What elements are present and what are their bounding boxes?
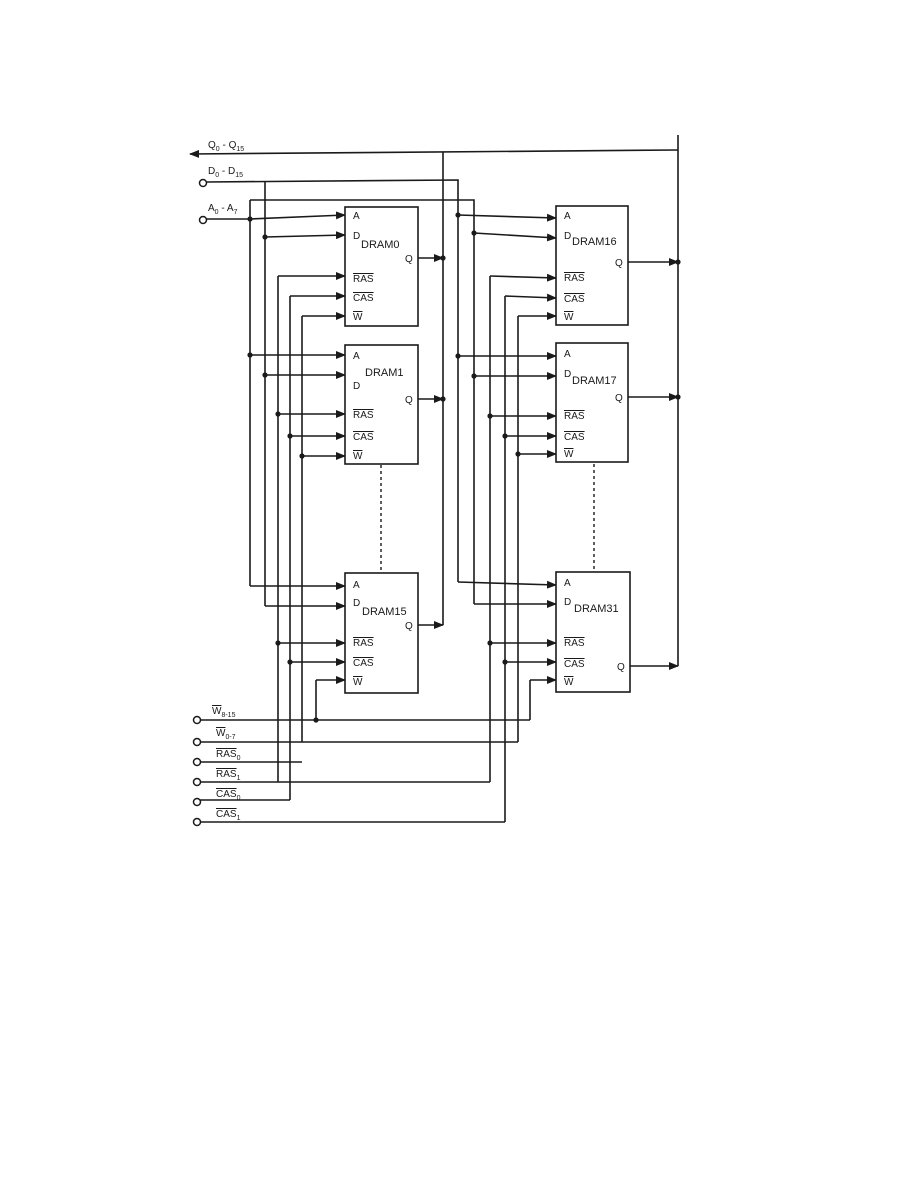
q-bus-output-line — [189, 149, 679, 158]
w-high-terminal — [192, 715, 202, 725]
chip-name: DRAM17 — [572, 375, 617, 387]
d-bus-top — [205, 179, 459, 233]
pin-cas-label: CAS — [353, 293, 374, 304]
pin-q-label: Q — [615, 393, 623, 404]
signal-labels: Q0 - Q15 D0 - D15 A0 - A7 W8-15 W0-7 RAS… — [208, 140, 244, 822]
chip-name: DRAM16 — [572, 236, 617, 248]
pin-a-label: A — [353, 580, 360, 591]
a-bus-label: A0 - A7 — [208, 203, 238, 216]
chip-name: DRAM0 — [361, 239, 400, 251]
w-high-label: W8-15 — [212, 706, 236, 719]
cas1-terminal — [192, 817, 202, 827]
pin-ras-label: RAS — [353, 274, 374, 285]
a-bus-left-rail — [206, 218, 251, 586]
pin-d-label: D — [353, 231, 360, 242]
pin-a-label: A — [353, 351, 360, 362]
chip-dram0: A D DRAM0 Q RAS CAS W — [344, 206, 419, 327]
a-bus-mid-rail — [250, 199, 475, 604]
chip-dram17: A D DRAM17 Q RAS CAS W — [555, 342, 629, 463]
a-bus-terminal — [198, 215, 208, 225]
chip-dram31: A D DRAM31 RAS CAS Q W — [555, 571, 631, 693]
pin-cas-label: CAS — [564, 659, 585, 670]
pin-cas-label: CAS — [353, 432, 374, 443]
pin-q-label: Q — [405, 621, 413, 632]
ras1-label: RAS1 — [216, 769, 241, 782]
pin-d-label: D — [564, 369, 571, 380]
w-low-label: W0-7 — [216, 728, 236, 741]
pin-a-label: A — [564, 349, 571, 360]
chip-dram16: A D DRAM16 Q RAS CAS W — [555, 205, 629, 326]
pin-ras-label: RAS — [564, 638, 585, 649]
pin-d-label: D — [353, 381, 360, 392]
pin-a-label: A — [353, 211, 360, 222]
pin-a-label: A — [564, 578, 571, 589]
pin-cas-label: CAS — [564, 432, 585, 443]
pin-q-label: Q — [617, 662, 625, 673]
ras0-label: RAS0 — [216, 749, 241, 762]
pin-q-label: Q — [405, 254, 413, 265]
pin-d-label: D — [353, 598, 360, 609]
chip-dram1: A DRAM1 D Q RAS CAS W — [344, 344, 419, 465]
pin-ras-label: RAS — [353, 638, 374, 649]
pin-ras-label: RAS — [564, 411, 585, 422]
d-bus-terminal — [198, 178, 208, 188]
pin-w-label: W — [353, 451, 363, 462]
chip-name: DRAM15 — [362, 606, 407, 618]
pin-ras-label: RAS — [353, 410, 374, 421]
pin-w-label: W — [564, 449, 574, 460]
chip-dram15: A D DRAM15 Q RAS CAS W — [344, 572, 419, 694]
chip-name: DRAM31 — [574, 603, 619, 615]
pin-w-label: W — [353, 312, 363, 323]
w-low-terminal — [192, 737, 202, 747]
cas0-label: CAS0 — [216, 789, 241, 802]
pin-w-label: W — [564, 677, 574, 688]
pin-q-label: Q — [615, 258, 623, 269]
pin-ras-label: RAS — [564, 273, 585, 284]
wiring — [189, 135, 679, 823]
q-bus-label: Q0 - Q15 — [208, 140, 244, 153]
pin-d-label: D — [564, 597, 571, 608]
junction-dots — [247, 212, 681, 723]
pin-d-label: D — [564, 231, 571, 242]
pin-cas-label: CAS — [564, 294, 585, 305]
ras1-terminal — [192, 777, 202, 787]
chip-name: DRAM1 — [365, 367, 404, 379]
cas1-label: CAS1 — [216, 809, 241, 822]
pin-cas-label: CAS — [353, 658, 374, 669]
cas0-terminal — [192, 797, 202, 807]
input-terminals — [192, 178, 208, 827]
pin-q-label: Q — [405, 395, 413, 406]
pin-a-label: A — [564, 211, 571, 222]
d-bus-label: D0 - D15 — [208, 166, 243, 179]
ras0-terminal — [192, 757, 202, 767]
pin-w-label: W — [353, 677, 363, 688]
pin-w-label: W — [564, 312, 574, 323]
